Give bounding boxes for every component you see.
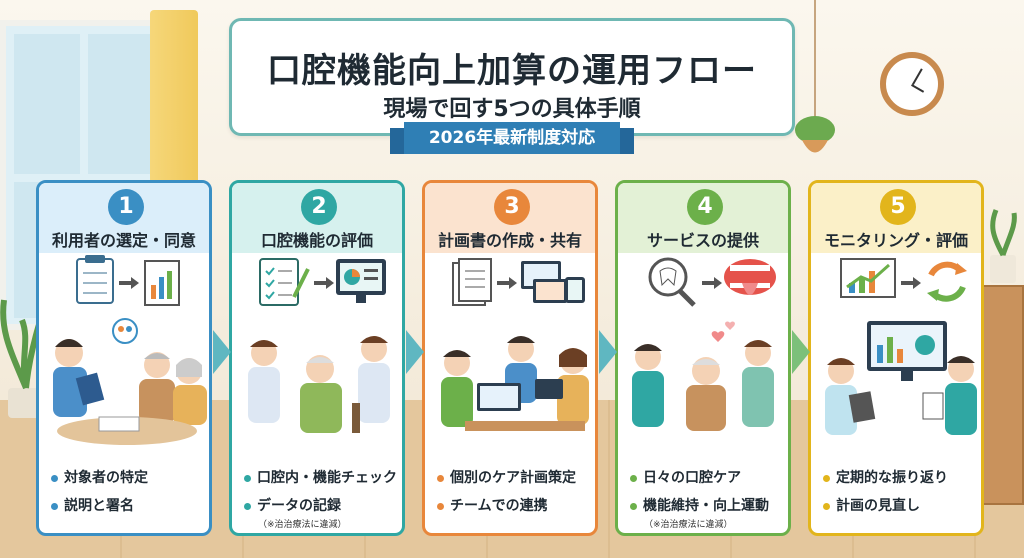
clock-icon (880, 52, 944, 116)
step-number: 5 (880, 189, 916, 225)
hanging-plant-icon (795, 0, 835, 153)
step-card-1: 1 利用者の選定・同意対象者の特定説明と署名 (36, 180, 212, 536)
step-number: 1 (108, 189, 144, 225)
flow-arrow-icon (792, 330, 810, 374)
step-title: 計画書の作成・共有 (437, 231, 582, 250)
bullet-item: 口腔内・機能チェック (244, 467, 402, 487)
step-bullets: 日々の口腔ケア機能維持・向上運動 （※治治療法に違減） (630, 467, 788, 530)
bullet-item: 対象者の特定 (51, 467, 209, 487)
bullet-text: 対象者の特定 (64, 470, 148, 486)
bullet-text: データの記録 (257, 498, 341, 514)
step-illustration (618, 253, 788, 453)
bullet-item: 個別のケア計画策定 (437, 467, 595, 487)
bullet-dot-icon (823, 474, 830, 482)
bullet-dot-icon (244, 502, 251, 510)
bullet-text: 口腔内・機能チェック (257, 470, 397, 486)
flow-arrow-icon (406, 330, 424, 374)
bullet-dot-icon (51, 474, 58, 482)
step-illustration (232, 253, 402, 453)
bullet-text: 個別のケア計画策定 (450, 470, 576, 486)
bullet-dot-icon (437, 474, 444, 482)
step-bullets: 定期的な振り返り計画の見直し (823, 467, 981, 523)
flow-arrow-icon (213, 330, 231, 374)
step-illustration (39, 253, 209, 453)
step-note: （※治治療法に違減） (644, 520, 733, 530)
step-illustration (811, 253, 981, 453)
step-number: 2 (301, 189, 337, 225)
bullet-text: 計画の見直し (836, 498, 920, 514)
step-card-4: 4 サービスの提供日々の口腔ケア機能維持・向上運動 （※治治療法に違減） (615, 180, 791, 536)
bullet-item: 説明と署名 (51, 495, 209, 515)
bullet-item: 計画の見直し (823, 495, 981, 515)
step-number: 3 (494, 189, 530, 225)
bullet-text: 機能維持・向上運動 (643, 498, 769, 514)
step-card-3: 3 計画書の作成・共有個別のケア計画策定チームでの連携 (422, 180, 598, 536)
step-bullets: 個別のケア計画策定チームでの連携 (437, 467, 595, 523)
bullet-dot-icon (51, 502, 58, 510)
bullet-item: 日々の口腔ケア (630, 467, 788, 487)
bullet-item: チームでの連携 (437, 495, 595, 515)
page-title: 口腔機能向上加算の運用フロー (267, 51, 757, 91)
step-number: 4 (687, 189, 723, 225)
bullet-text: チームでの連携 (450, 498, 548, 514)
step-bullets: 口腔内・機能チェックデータの記録 （※治治療法に違減） (244, 467, 402, 530)
plant-icon (990, 209, 1017, 283)
bullet-item: 機能維持・向上運動 (630, 495, 788, 515)
bullet-dot-icon (437, 502, 444, 510)
bullet-dot-icon (823, 502, 830, 510)
bullet-dot-icon (630, 502, 637, 510)
bullet-text: 説明と署名 (64, 498, 134, 514)
ribbon-label: 2026年最新制度対応 (404, 122, 620, 154)
step-title: 利用者の選定・同意 (51, 231, 196, 250)
step-title: モニタリング・評価 (823, 231, 968, 250)
title-box: 口腔機能向上加算の運用フロー 現場で回す5つの具体手順 (229, 18, 795, 136)
ribbon-badge: 2026年最新制度対応 (390, 122, 634, 156)
bullet-text: 定期的な振り返り (836, 470, 948, 486)
bullet-item: データの記録 (244, 495, 402, 515)
step-card-5: 5 モニタリング・評価定期的な振り返り計画の見直し (808, 180, 984, 536)
bullet-item: 定期的な振り返り (823, 467, 981, 487)
step-illustration (425, 253, 595, 453)
page-subtitle: 現場で回す5つの具体手順 (383, 97, 641, 122)
step-title: サービスの提供 (646, 231, 759, 250)
bullet-dot-icon (630, 474, 637, 482)
bullet-text: 日々の口腔ケア (643, 470, 741, 486)
step-card-2: 2 口腔機能の評価口腔内・機能チェックデータの記録 （※治治療法に違減） (229, 180, 405, 536)
step-note: （※治治療法に違減） (258, 520, 347, 530)
step-bullets: 対象者の特定説明と署名 (51, 467, 209, 523)
bullet-dot-icon (244, 474, 251, 482)
flow-arrow-icon (599, 330, 617, 374)
step-title: 口腔機能の評価 (260, 231, 373, 250)
